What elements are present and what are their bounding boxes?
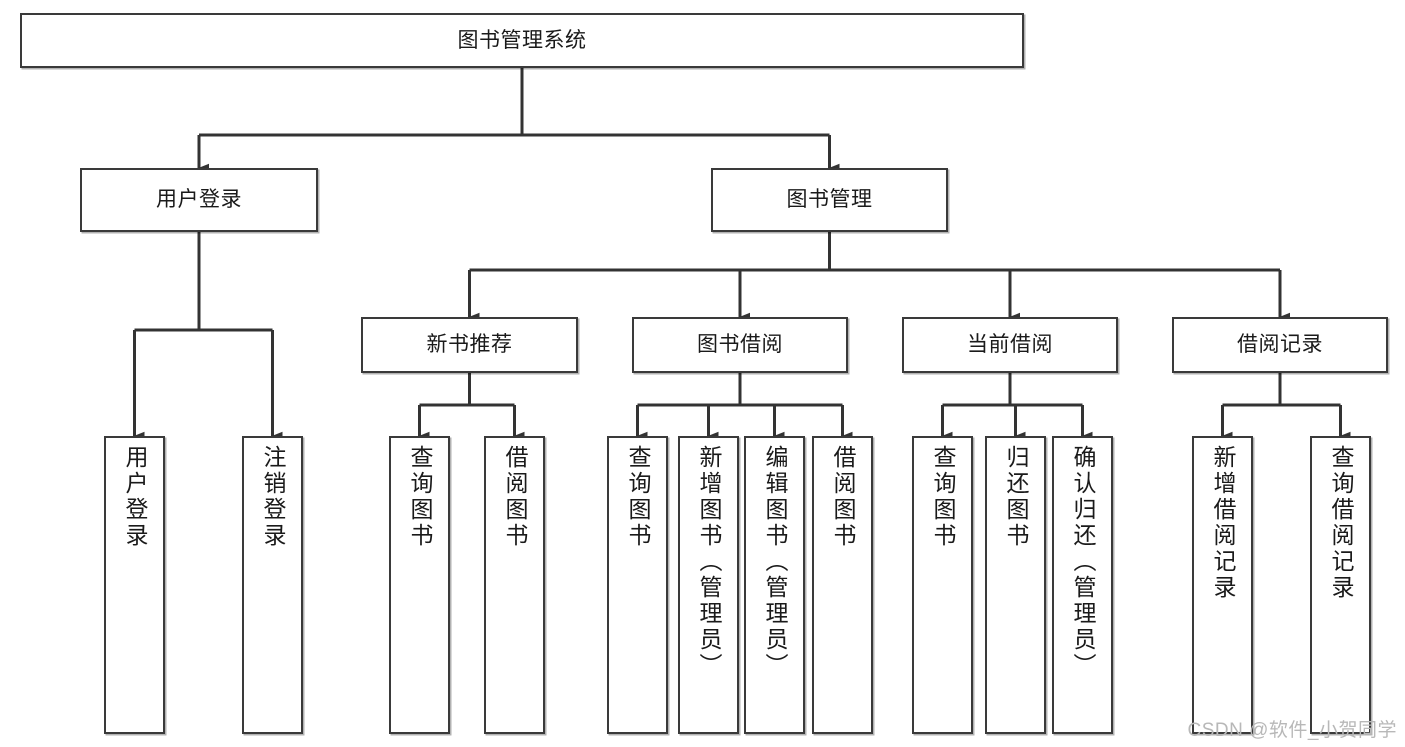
leaf-user-login[interactable]: 用户登录 xyxy=(104,436,165,734)
leaf-cb-return-book-label: 归还图书 xyxy=(1003,445,1029,549)
node-current-borrowing[interactable]: 当前借阅 xyxy=(902,317,1118,373)
node-book-borrowing-label: 图书借阅 xyxy=(697,333,783,357)
node-root[interactable]: 图书管理系统 xyxy=(20,13,1024,68)
leaf-br-add-record[interactable]: 新增借阅记录 xyxy=(1192,436,1253,734)
node-current-borrowing-label: 当前借阅 xyxy=(967,333,1053,357)
leaf-user-logout-label: 注销登录 xyxy=(260,445,286,549)
leaf-bb-query-book-label: 查询图书 xyxy=(625,445,651,549)
node-book-management[interactable]: 图书管理 xyxy=(711,168,948,232)
leaf-bb-edit-book[interactable]: 编辑图书（管理员） xyxy=(744,436,805,734)
node-borrowing-record-label: 借阅记录 xyxy=(1237,333,1323,357)
leaf-cb-query-book[interactable]: 查询图书 xyxy=(912,436,973,734)
node-user-login[interactable]: 用户登录 xyxy=(80,168,318,232)
leaf-user-logout[interactable]: 注销登录 xyxy=(242,436,303,734)
node-book-borrowing[interactable]: 图书借阅 xyxy=(632,317,848,373)
leaf-cb-return-book[interactable]: 归还图书 xyxy=(985,436,1046,734)
node-new-book-recommendation-label: 新书推荐 xyxy=(426,333,513,357)
leaf-bb-edit-book-label: 编辑图书（管理员） xyxy=(762,445,788,679)
leaf-nbr-borrow-book[interactable]: 借阅图书 xyxy=(484,436,545,734)
leaf-bb-query-book[interactable]: 查询图书 xyxy=(607,436,668,734)
node-book-management-label: 图书管理 xyxy=(786,188,873,212)
leaf-bb-add-book[interactable]: 新增图书（管理员） xyxy=(678,436,739,734)
leaf-cb-query-book-label: 查询图书 xyxy=(930,445,956,549)
leaf-bb-borrow-book-label: 借阅图书 xyxy=(830,445,856,549)
leaf-cb-confirm-return-label: 确认归还（管理员） xyxy=(1070,445,1096,679)
leaf-br-query-record[interactable]: 查询借阅记录 xyxy=(1310,436,1371,734)
leaf-bb-borrow-book[interactable]: 借阅图书 xyxy=(812,436,873,734)
leaf-bb-add-book-label: 新增图书（管理员） xyxy=(696,445,722,679)
node-borrowing-record[interactable]: 借阅记录 xyxy=(1172,317,1388,373)
leaf-br-query-record-label: 查询借阅记录 xyxy=(1328,445,1354,601)
leaf-nbr-borrow-book-label: 借阅图书 xyxy=(502,445,528,549)
leaf-nbr-query-book-label: 查询图书 xyxy=(407,445,433,549)
node-new-book-recommendation[interactable]: 新书推荐 xyxy=(361,317,578,373)
node-user-login-label: 用户登录 xyxy=(156,188,242,212)
leaf-br-add-record-label: 新增借阅记录 xyxy=(1210,445,1236,601)
leaf-cb-confirm-return[interactable]: 确认归还（管理员） xyxy=(1052,436,1113,734)
leaf-user-login-label: 用户登录 xyxy=(122,445,148,549)
node-root-label: 图书管理系统 xyxy=(457,28,587,52)
leaf-nbr-query-book[interactable]: 查询图书 xyxy=(389,436,450,734)
